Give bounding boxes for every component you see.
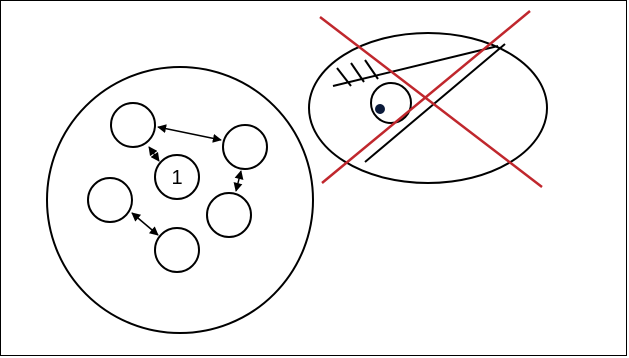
arrow-topleft-center [148,146,160,162]
lash-1 [336,67,352,87]
center-node-label: 1 [171,167,182,189]
cross-line-1 [319,16,543,188]
arrow-topright-right [233,170,244,192]
eye-circle [370,82,412,124]
cross-line-2 [321,10,531,184]
node-left [87,177,133,223]
eye-pupil [375,104,385,114]
node-right [206,192,252,238]
lower-line [364,43,506,163]
node-bottom [154,227,200,273]
lash-3 [364,59,379,80]
upper-line [332,45,499,87]
lash-2 [350,62,365,83]
node-top-left [110,102,156,148]
arrow-topleft-topright [157,124,222,143]
node-top-right [222,124,268,170]
node-center [154,154,200,200]
eye-diagram [308,10,548,188]
cluster-diagram: 1 [46,66,314,334]
outer-circle [46,66,314,334]
outer-ellipse [308,32,548,184]
arrow-left-bottom [131,212,159,236]
